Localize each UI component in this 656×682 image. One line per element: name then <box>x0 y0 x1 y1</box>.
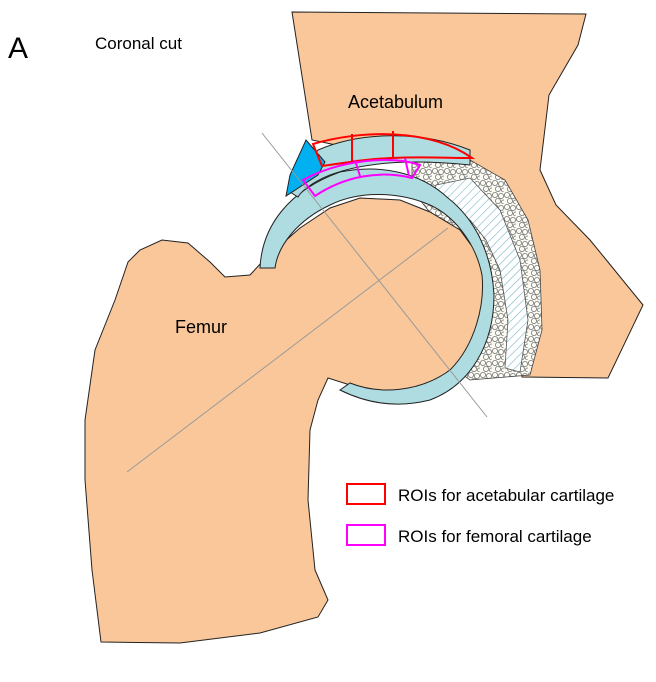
legend-label-femoral: ROIs for femoral cartilage <box>398 527 592 547</box>
panel-letter: A <box>8 32 28 66</box>
legend-label-acetabular: ROIs for acetabular cartilage <box>398 486 614 506</box>
legend-swatch-acetabular <box>346 483 386 505</box>
acetabulum-label: Acetabulum <box>348 92 443 113</box>
femur-bone <box>85 198 490 643</box>
view-label: Coronal cut <box>95 34 182 54</box>
legend-swatch-femoral <box>346 524 386 546</box>
femur-label: Femur <box>175 317 227 338</box>
